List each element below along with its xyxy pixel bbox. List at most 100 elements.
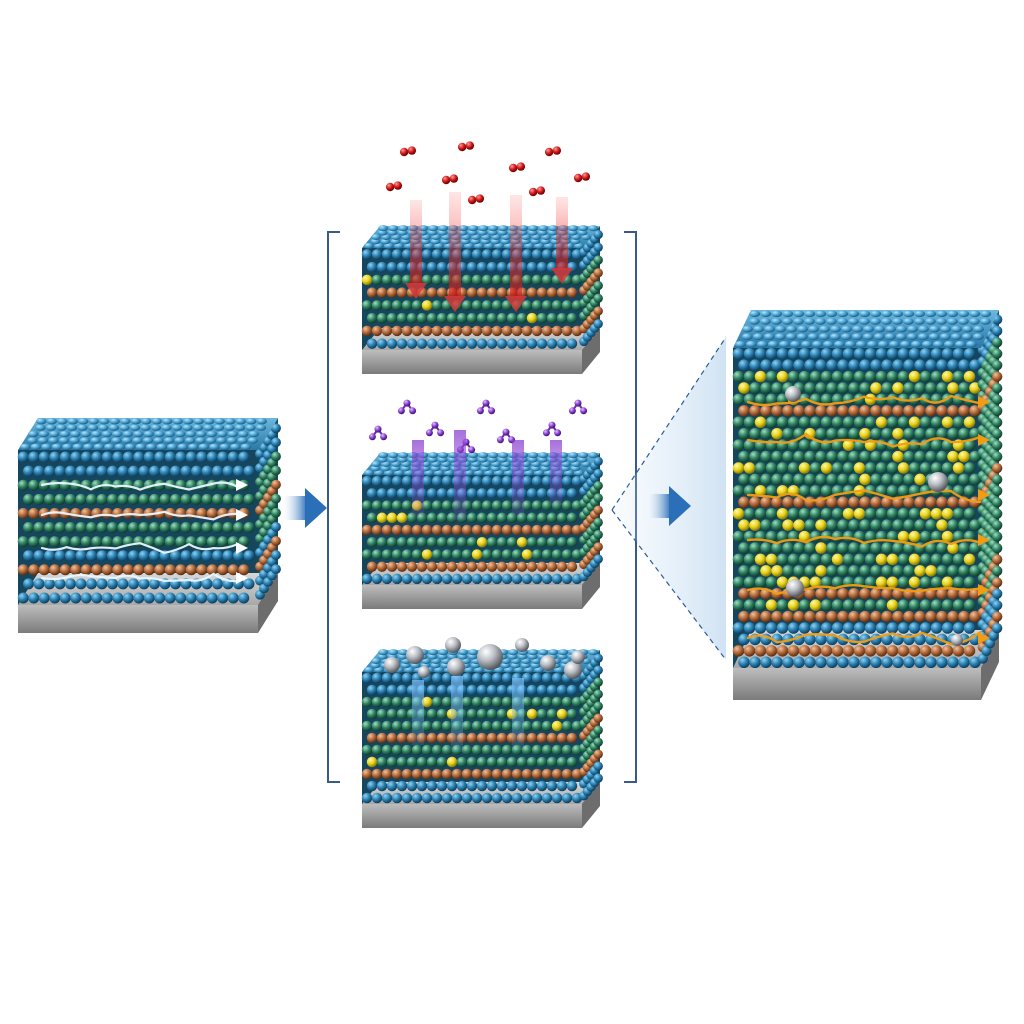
- atom: [401, 274, 413, 286]
- atom: [438, 452, 449, 459]
- atom: [947, 450, 959, 463]
- atom: [837, 542, 849, 554]
- atom: [468, 649, 479, 656]
- atom: [826, 565, 838, 577]
- atom: [117, 493, 129, 505]
- atom: [451, 768, 463, 780]
- atom: [765, 599, 778, 611]
- atom: [776, 347, 789, 360]
- atom: [771, 473, 783, 486]
- atom: [174, 437, 185, 444]
- atom: [556, 338, 568, 349]
- atom: [496, 512, 508, 524]
- atom: [246, 418, 257, 425]
- atom: [471, 672, 483, 684]
- atom: [378, 452, 389, 459]
- atom: [833, 340, 845, 348]
- atom: [778, 340, 790, 348]
- atom: [826, 310, 838, 318]
- arrow-to-final: [647, 486, 691, 526]
- atom: [80, 564, 92, 576]
- atom: [980, 310, 992, 318]
- atom: [947, 542, 959, 554]
- atom: [593, 306, 603, 316]
- atom: [848, 519, 860, 531]
- atom: [864, 507, 877, 520]
- atom: [760, 473, 772, 486]
- atom: [884, 333, 896, 340]
- atom: [446, 312, 458, 324]
- atom: [771, 405, 783, 417]
- atom: [421, 792, 433, 804]
- atom: [421, 524, 433, 536]
- molecule-atom: [496, 436, 504, 444]
- atom: [496, 312, 508, 324]
- atom: [886, 599, 899, 611]
- atom: [501, 524, 513, 536]
- atom: [491, 792, 503, 804]
- atom: [154, 451, 166, 463]
- atom: [903, 519, 915, 531]
- atom: [406, 536, 418, 548]
- atom: [815, 519, 827, 531]
- atom: [377, 653, 388, 660]
- atom: [963, 622, 976, 634]
- atom: [376, 780, 388, 792]
- atom: [431, 549, 443, 560]
- atom: [521, 549, 533, 560]
- atom: [741, 333, 753, 340]
- molecule-atom: [403, 399, 411, 407]
- purple-molecules: [368, 399, 588, 454]
- diffusion-beam: [512, 440, 524, 515]
- atom: [471, 524, 483, 536]
- atom: [908, 462, 921, 474]
- atom: [426, 536, 438, 548]
- atom: [212, 493, 223, 505]
- atom: [366, 488, 378, 499]
- atom: [133, 451, 145, 463]
- atom: [541, 549, 553, 560]
- atom: [842, 645, 855, 657]
- atom: [541, 672, 553, 684]
- atom: [743, 485, 756, 497]
- atom: [888, 340, 900, 348]
- atom: [936, 656, 948, 669]
- atom: [831, 576, 844, 589]
- atom: [398, 452, 409, 459]
- atom: [521, 300, 533, 311]
- atom: [271, 493, 281, 504]
- atom: [238, 564, 250, 576]
- atom: [924, 318, 936, 325]
- atom: [979, 318, 991, 325]
- atom: [430, 238, 441, 245]
- atom: [44, 550, 55, 562]
- atom: [593, 481, 603, 491]
- nanoparticle: [786, 579, 804, 597]
- atom: [963, 485, 976, 497]
- atom: [561, 475, 573, 487]
- atom: [416, 756, 428, 768]
- atom: [732, 347, 745, 360]
- atom: [864, 370, 877, 383]
- atom: [919, 347, 932, 360]
- atom: [476, 561, 488, 572]
- atom: [770, 318, 782, 325]
- atom: [541, 524, 553, 536]
- atom: [416, 312, 428, 324]
- oxygen-atom: [581, 172, 591, 181]
- atom: [560, 465, 571, 472]
- atom: [897, 553, 910, 566]
- atom: [486, 561, 498, 572]
- atom: [776, 622, 789, 634]
- atom: [536, 488, 548, 499]
- atom: [546, 561, 558, 572]
- atom: [430, 662, 441, 669]
- atom: [376, 708, 388, 720]
- atom: [951, 325, 962, 333]
- atom: [804, 473, 816, 486]
- atom: [892, 359, 904, 371]
- atom: [401, 300, 413, 311]
- atom: [371, 524, 383, 536]
- molecule-treatment-block: [361, 452, 603, 609]
- atom: [992, 451, 1003, 462]
